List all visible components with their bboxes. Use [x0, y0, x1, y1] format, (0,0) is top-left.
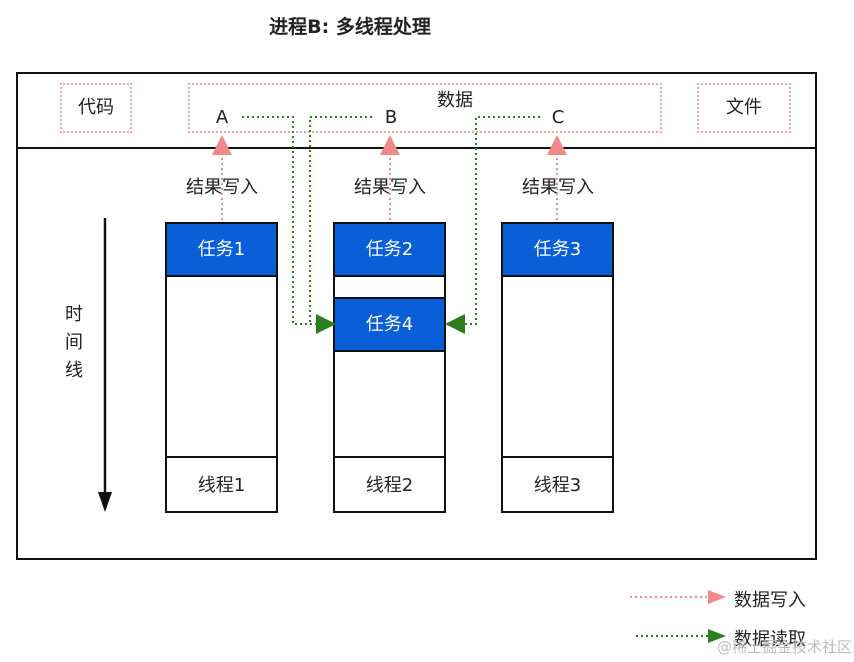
code-segment: 代码	[60, 83, 132, 133]
timeline-char-3: 线	[65, 360, 83, 381]
data-label: 数据	[437, 90, 473, 111]
timeline-arrowhead	[98, 492, 112, 512]
timeline-char-2: 间	[65, 332, 83, 353]
watermark: @稀土掘金技术社区	[716, 638, 852, 656]
task-2: 任务2	[333, 222, 446, 277]
thread-label-1: 线程1	[167, 456, 276, 511]
legend-write-label: 数据写入	[734, 590, 806, 611]
process-box	[16, 72, 817, 560]
file-label: 文件	[726, 97, 762, 118]
timeline-char-1: 时	[65, 304, 83, 325]
segment-divider	[16, 147, 817, 149]
diagram-title: 进程B: 多线程处理	[269, 16, 431, 38]
read-arrow-a-to-task4	[242, 116, 336, 334]
task-3: 任务3	[501, 222, 614, 277]
data-item-c: C	[551, 107, 565, 128]
write-label-1: 结果写入	[186, 177, 258, 198]
data-item-b: B	[384, 107, 398, 128]
task-1: 任务1	[165, 222, 278, 277]
code-label: 代码	[78, 97, 114, 118]
data-segment	[188, 83, 662, 133]
thread-label-3: 线程3	[503, 456, 612, 511]
legend-read-label: 数据读取	[734, 629, 806, 650]
write-label-2: 结果写入	[354, 177, 426, 198]
legend-read-arrowhead	[708, 629, 726, 643]
write-label-3: 结果写入	[522, 177, 594, 198]
data-item-a: A	[215, 107, 229, 128]
thread-label-2: 线程2	[335, 456, 444, 511]
task-4: 任务4	[333, 297, 446, 352]
read-arrow-c-to-task4	[445, 116, 540, 334]
read-arrow-b-to-task4	[309, 116, 372, 324]
file-segment: 文件	[697, 83, 791, 133]
legend-write-arrowhead	[708, 590, 726, 604]
